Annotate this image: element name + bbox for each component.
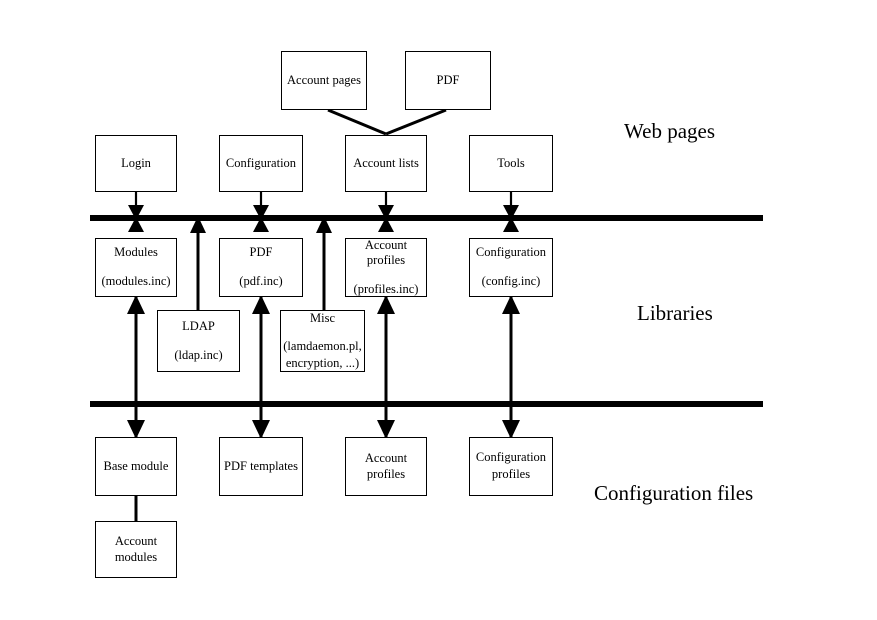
node-account-modules[interactable]: Account modules <box>95 521 177 578</box>
band-label-web-pages: Web pages <box>624 119 716 143</box>
node-account-modules-label: Account modules <box>114 533 158 564</box>
node-configuration-lib-file: (config.inc) <box>481 274 541 288</box>
wire-pdf-top-to-account-lists <box>385 108 447 136</box>
node-configuration-profiles-label-line1: Configuration <box>475 450 547 465</box>
node-ldap-file: (ldap.inc) <box>174 347 223 362</box>
node-configuration-page[interactable]: Configuration <box>219 135 303 192</box>
node-misc-file-line1: (lamdaemon.pl, <box>283 339 362 354</box>
band-label-libraries: Libraries <box>637 301 713 325</box>
node-tools[interactable]: Tools <box>469 135 553 192</box>
node-ldap[interactable]: LDAP (ldap.inc) <box>157 310 240 372</box>
node-base-module-label: Base module <box>103 458 169 473</box>
node-account-pages[interactable]: Account pages <box>281 51 367 110</box>
node-tools-label: Tools <box>497 155 525 170</box>
node-account-profiles-lib-label: Account profiles <box>364 237 408 268</box>
node-account-profiles-file-label: Account profiles <box>364 450 408 481</box>
node-pdf-lib-file: (pdf.inc) <box>239 274 283 288</box>
node-pdf-top[interactable]: PDF <box>405 51 491 110</box>
node-configuration-profiles[interactable]: Configuration profiles <box>469 437 553 496</box>
wire-login-to-bar1 <box>128 192 144 232</box>
node-misc[interactable]: Misc (lamdaemon.pl, encryption, ...) <box>280 310 365 372</box>
wire-account-lists-to-bar1 <box>378 192 394 232</box>
node-login[interactable]: Login <box>95 135 177 192</box>
node-account-profiles-lib[interactable]: Account profiles (profiles.inc) <box>345 238 427 297</box>
node-modules-file: (modules.inc) <box>101 274 171 288</box>
separator-bar-web-libraries <box>90 215 763 221</box>
node-misc-file-line2: encryption, ...) <box>285 355 360 370</box>
wire-configuration-lib-to-profiles <box>502 295 520 439</box>
wire-misc-to-bar1 <box>316 216 332 310</box>
node-account-lists-label: Account lists <box>353 155 419 170</box>
node-ldap-label: LDAP <box>182 318 215 333</box>
node-configuration-lib[interactable]: Configuration (config.inc) <box>469 238 553 297</box>
node-pdf-top-label: PDF <box>436 72 460 87</box>
wire-tools-to-bar1 <box>503 192 519 232</box>
node-account-profiles-lib-file: (profiles.inc) <box>353 281 419 296</box>
separator-bar-libraries-config <box>90 401 763 407</box>
node-configuration-lib-label: Configuration <box>475 245 547 260</box>
node-account-pages-label: Account pages <box>287 72 361 87</box>
node-account-lists[interactable]: Account lists <box>345 135 427 192</box>
wire-account-profiles-lib-to-file <box>377 295 395 439</box>
wire-account-pages-to-account-lists <box>327 108 387 136</box>
wire-pdf-lib-to-pdf-templates <box>252 295 270 439</box>
wire-ldap-to-bar1 <box>190 216 206 310</box>
node-pdf-templates[interactable]: PDF templates <box>219 437 303 496</box>
wire-modules-to-base-module <box>127 295 145 439</box>
node-configuration-profiles-label-line2: profiles <box>491 467 531 481</box>
band-label-configuration-files: Configuration files <box>594 481 754 505</box>
node-pdf-templates-label: PDF templates <box>224 458 298 473</box>
node-pdf-lib[interactable]: PDF (pdf.inc) <box>219 238 303 297</box>
node-configuration-page-label: Configuration <box>225 155 297 170</box>
node-base-module[interactable]: Base module <box>95 437 177 496</box>
node-modules[interactable]: Modules (modules.inc) <box>95 238 177 297</box>
node-modules-label: Modules <box>114 245 158 260</box>
node-misc-label: Misc <box>310 310 335 325</box>
node-login-label: Login <box>121 155 151 170</box>
node-account-profiles-file[interactable]: Account profiles <box>345 437 427 496</box>
node-pdf-lib-label: PDF <box>249 245 273 260</box>
wire-configuration-page-to-bar1 <box>253 192 269 232</box>
